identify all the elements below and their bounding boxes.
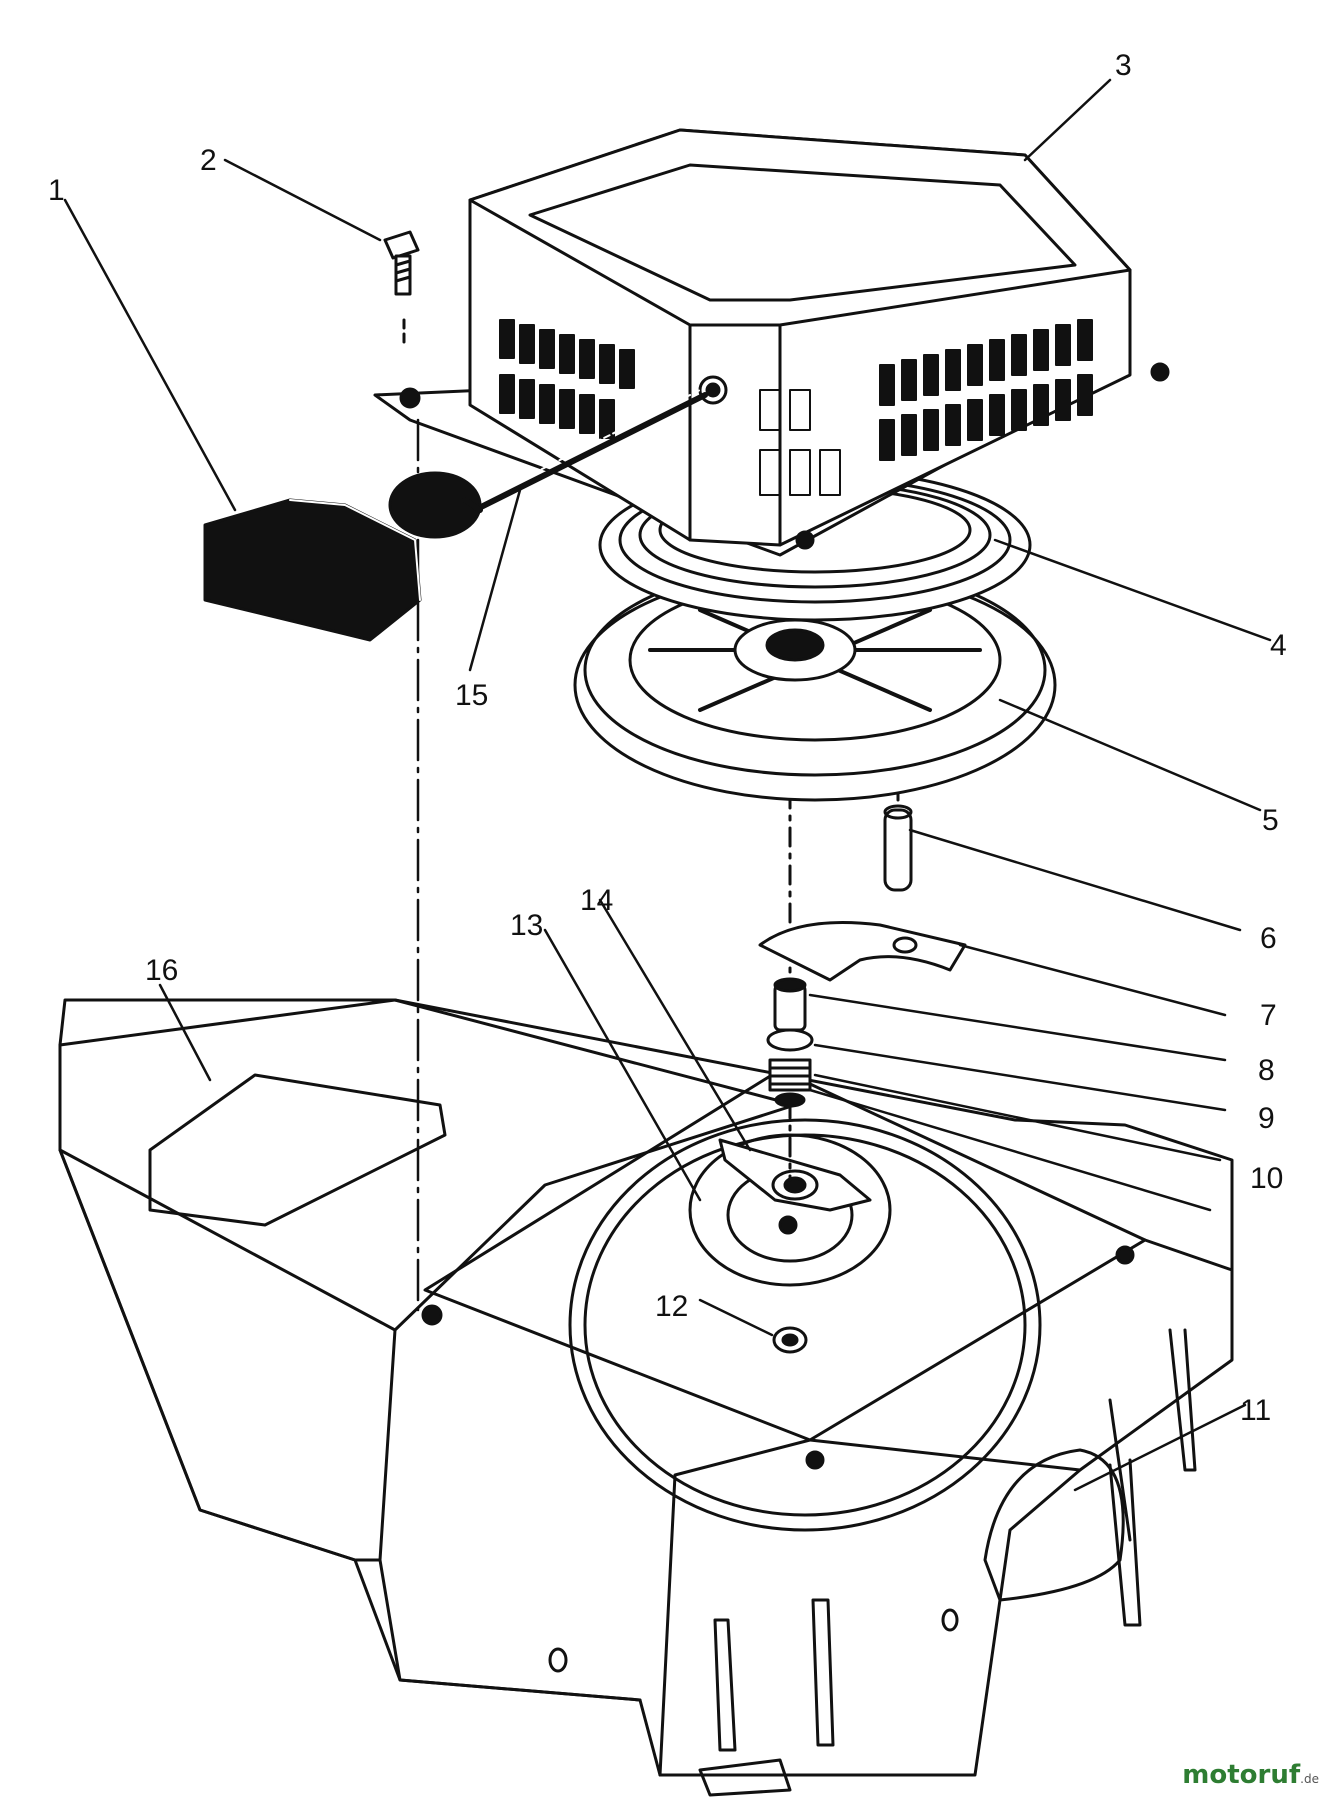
callout-13: 13 xyxy=(510,909,543,942)
retainer-plate-part-14 xyxy=(718,1138,872,1212)
pin-part-6 xyxy=(883,804,913,892)
callout-3: 3 xyxy=(1115,49,1132,82)
callout-11: 11 xyxy=(1240,1394,1271,1427)
bolt-part-2 xyxy=(383,230,420,296)
callout-16: 16 xyxy=(145,954,178,987)
callout-8: 8 xyxy=(1258,1054,1275,1087)
callout-10: 10 xyxy=(1250,1162,1283,1195)
watermark-brand: motoruf xyxy=(1182,1760,1301,1790)
callout-5: 5 xyxy=(1262,804,1279,837)
pulley-part-5 xyxy=(573,563,1057,802)
callout-4: 4 xyxy=(1270,629,1287,662)
watermark-suffix: .de xyxy=(1300,1772,1319,1786)
callout-7: 7 xyxy=(1260,999,1277,1032)
cup-plate xyxy=(688,1133,892,1287)
leader-lines xyxy=(63,78,1272,1492)
callout-14: 14 xyxy=(580,884,613,917)
pawl-part-7 xyxy=(758,921,967,982)
callout-12: 12 xyxy=(655,1290,688,1323)
callout-15: 15 xyxy=(455,679,488,712)
callout-6: 6 xyxy=(1260,922,1277,955)
starter-handle-part-1 xyxy=(203,471,483,642)
fan-housing-ring xyxy=(568,1118,1042,1532)
starter-rope-part-15 xyxy=(472,392,708,513)
engine-shroud xyxy=(58,998,1234,1797)
washer-part-12 xyxy=(772,1326,808,1354)
callout-9: 9 xyxy=(1258,1102,1275,1135)
spindle-stack xyxy=(766,977,814,1108)
starter-housing-part-3 xyxy=(373,128,1170,557)
callout-1: 1 xyxy=(48,174,65,207)
callout-labels: 1 2 3 4 5 6 7 8 9 10 11 12 13 14 15 16 xyxy=(48,49,1287,1427)
callout-2: 2 xyxy=(200,144,217,177)
watermark-logo: motoruf.de xyxy=(1182,1760,1319,1790)
